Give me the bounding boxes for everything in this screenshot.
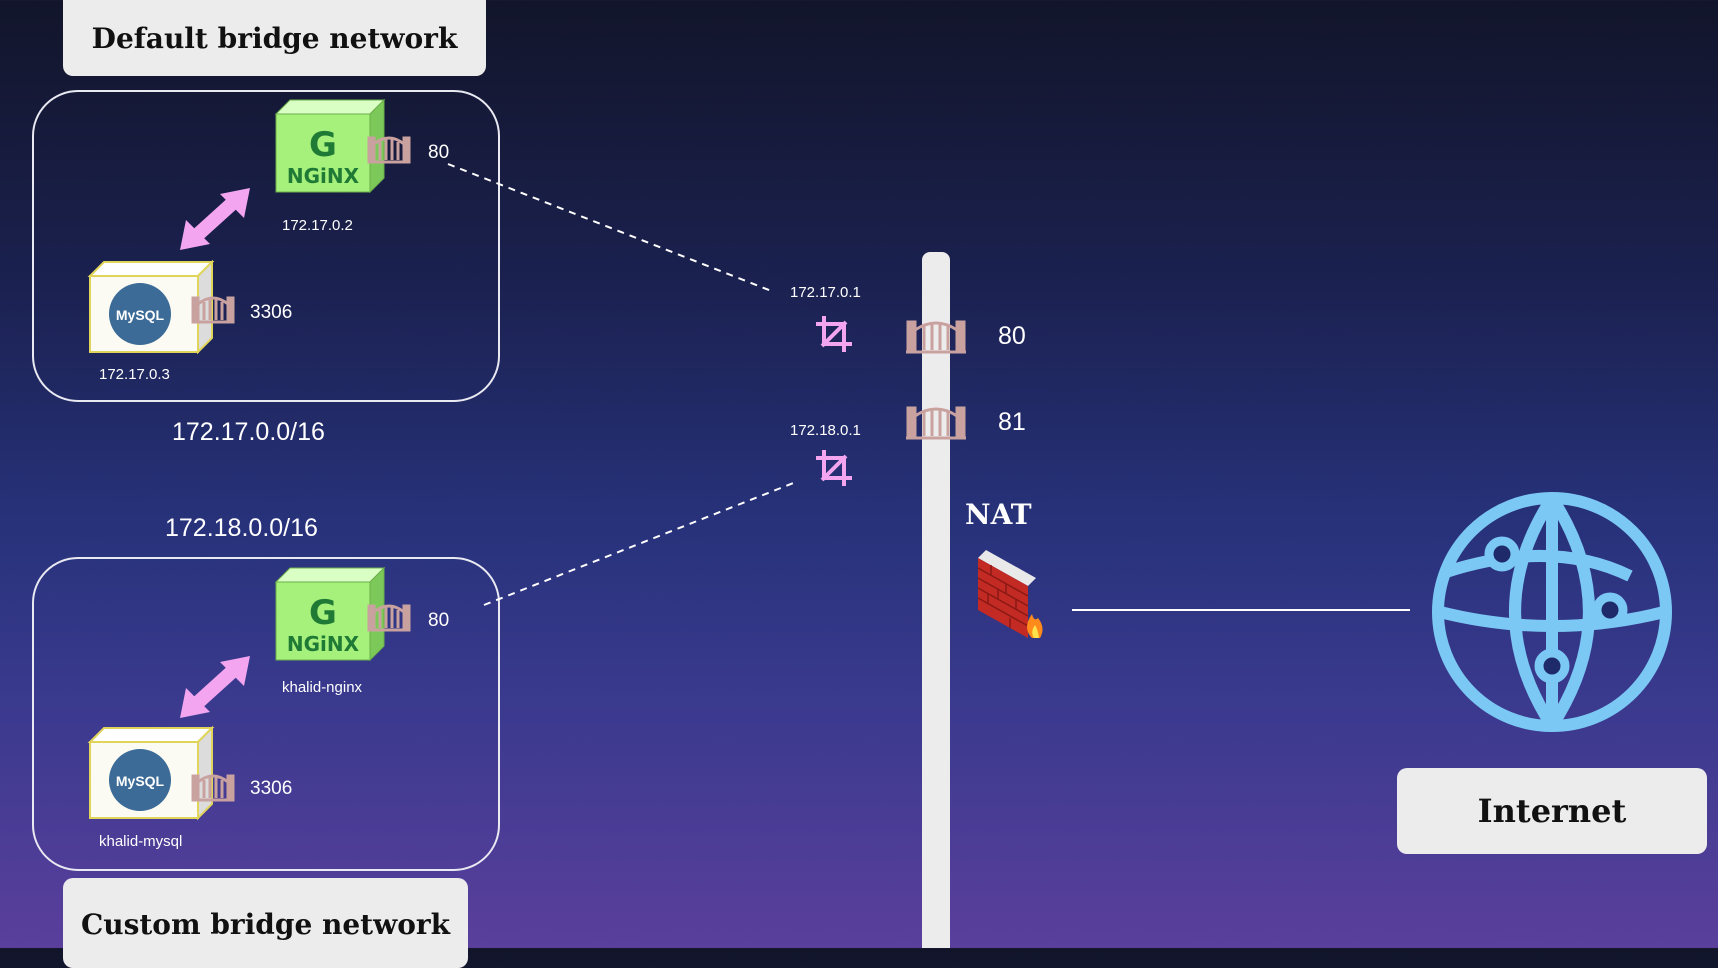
gate-icon [367,604,411,632]
bridge-crop-icon [816,450,852,486]
nginx-container-icon: G NGiNX [274,566,386,662]
host-pole [922,252,950,948]
default-network-box [32,90,500,402]
nginx-logo-text: NGiNX [287,164,360,188]
custom-subnet: 172.18.0.0/16 [165,514,318,542]
internet-label: Internet [1397,768,1707,854]
default-nginx-ip: 172.17.0.2 [282,217,353,234]
gate-icon [906,320,966,354]
default-network-title-text: Default bridge network [91,21,458,55]
custom-nginx-name: khalid-nginx [282,679,363,696]
custom-nginx-port: 80 [428,610,450,631]
firewall-icon [977,550,1043,638]
globe-icon [1432,492,1672,732]
custom-network-box [32,557,500,871]
default-nginx-port: 80 [428,142,450,163]
nginx-container-icon: G NGiNX [274,98,386,194]
default-network-title: Default bridge network [63,0,486,76]
nginx-logo-text: NGiNX [287,632,360,656]
gate-icon [191,296,235,324]
mysql-logo-text: MySQL [116,307,165,323]
custom-mysql-port: 3306 [250,778,293,799]
mysql-container-icon: MySQL [87,259,215,355]
host-port-81: 81 [998,408,1026,436]
default-gateway-ip: 172.17.0.1 [790,284,861,301]
custom-gateway-ip: 172.18.0.1 [790,422,861,439]
mysql-logo-text: MySQL [116,773,165,789]
nat-label: NAT [965,498,1032,531]
gate-icon [367,136,411,164]
gate-icon [906,406,966,440]
pink-arrow-icon [180,656,250,718]
default-link-line [447,163,775,293]
host-port-80: 80 [998,322,1026,350]
default-mysql-port: 3306 [250,302,293,323]
custom-network-title-text: Custom bridge network [80,908,451,941]
custom-link-line [483,481,797,606]
bridge-crop-icon [816,316,852,352]
svg-text:G: G [309,593,337,633]
internet-label-text: Internet [1477,792,1627,830]
default-mysql-ip: 172.17.0.3 [99,366,170,383]
custom-mysql-name: khalid-mysql [99,833,183,850]
svg-text:G: G [309,125,337,165]
gate-icon [191,774,235,802]
default-subnet: 172.17.0.0/16 [172,418,325,446]
pink-arrow-icon [180,188,250,250]
connection-lines [0,0,1718,948]
